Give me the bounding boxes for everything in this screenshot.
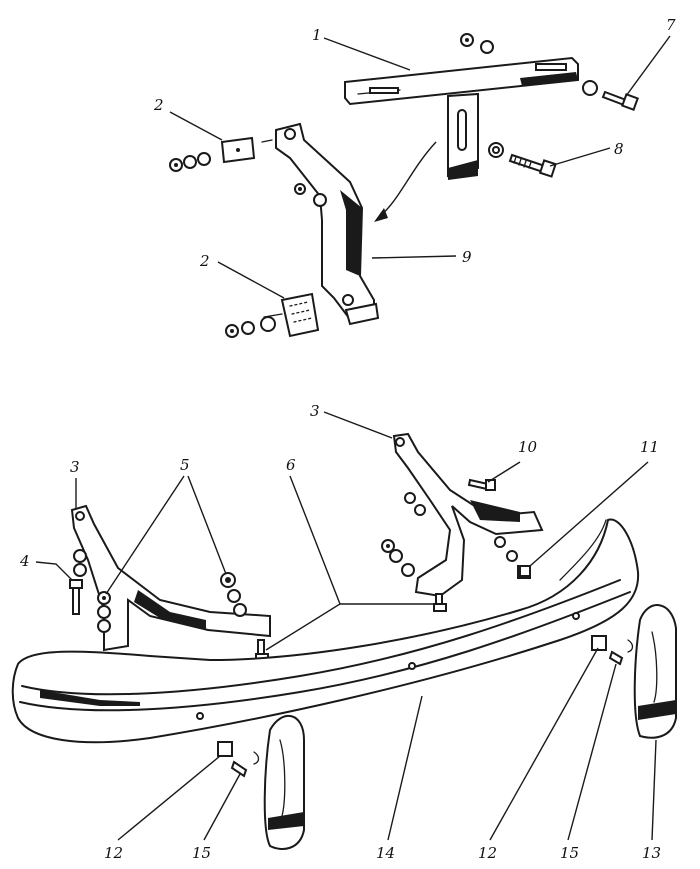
bolt-part-4 — [69, 579, 83, 615]
clip-part-11 — [519, 565, 531, 577]
callout-2-lower: 2 — [199, 252, 210, 270]
screw-part-15-right — [608, 639, 634, 666]
callout-13: 13 — [642, 844, 661, 862]
bolt-part-10 — [467, 478, 496, 491]
callout-2-upper: 2 — [153, 96, 164, 114]
callout-3-right: 3 — [310, 402, 320, 420]
bolt-part-8 — [508, 153, 557, 178]
washers-bracket-left — [169, 139, 327, 338]
callout-7: 7 — [666, 16, 676, 34]
callout-15-left: 15 — [192, 844, 211, 862]
assembly-arrow — [377, 141, 437, 219]
bracket-part-3-left — [70, 504, 271, 652]
crossbar-part-1 — [344, 56, 579, 180]
bracket-part-3-right — [392, 432, 544, 598]
washers-right-cluster — [381, 492, 531, 579]
callout-8: 8 — [614, 140, 624, 158]
plate-part-2-lower — [280, 292, 320, 338]
bolt-part-7 — [601, 90, 639, 111]
plate-part-2-upper — [220, 136, 256, 164]
callout-12-right: 12 — [478, 844, 497, 862]
callout-6: 6 — [286, 456, 296, 474]
callout-9: 9 — [462, 248, 472, 266]
callout-4: 4 — [19, 552, 30, 570]
callout-14: 14 — [376, 844, 395, 862]
callout-labels: 1 2 2 7 8 9 3 3 4 5 6 10 11 12 15 14 12 … — [19, 16, 676, 862]
clip-part-12-right — [591, 635, 607, 651]
leader-lines — [35, 35, 671, 841]
callout-15-right: 15 — [560, 844, 579, 862]
bumper-bar-part-14 — [11, 518, 640, 744]
guard-part-13-right — [633, 604, 677, 739]
callout-3-left: 3 — [70, 458, 80, 476]
clip-part-12-left — [217, 741, 233, 757]
washers-left-stack — [73, 549, 111, 633]
washers-part-5 — [220, 572, 247, 617]
bracket-part-9 — [275, 122, 380, 326]
callout-1: 1 — [312, 26, 322, 44]
screw-part-15-left — [230, 751, 260, 778]
callout-5: 5 — [180, 456, 190, 474]
callout-10: 10 — [518, 438, 538, 456]
callout-11: 11 — [640, 438, 659, 456]
washers-top — [460, 33, 598, 158]
guard-part-13-left — [263, 714, 305, 850]
callout-12-left: 12 — [104, 844, 123, 862]
